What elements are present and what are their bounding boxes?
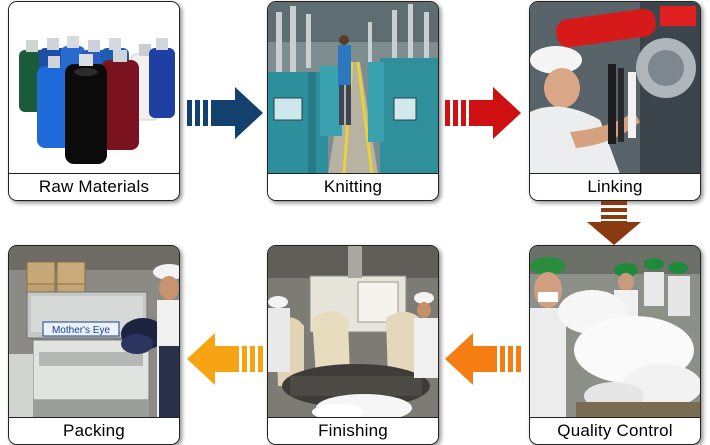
arrow-down-icon [587,201,641,245]
quality-control-photo [530,246,700,418]
knitting-machines-photo [268,2,438,174]
step-packing: Mother's Eye Packing [8,245,180,445]
step-finishing: Finishing [267,245,439,445]
step-quality-control: Quality Control [529,245,701,445]
step-label: Linking [530,173,700,200]
arrow-left-icon [445,333,521,385]
machine-sign: Mother's Eye [52,325,110,336]
step-label: Finishing [268,417,438,444]
step-label: Raw Materials [9,173,179,200]
step-label: Packing [9,417,179,444]
packing-machine-photo: Mother's Eye [9,246,179,418]
step-label: Knitting [268,173,438,200]
arrow-left-icon [187,333,263,385]
step-label: Quality Control [530,417,700,444]
step-linking: Linking [529,1,701,201]
step-raw-materials: Raw Materials [8,1,180,201]
linking-machine-photo [530,2,700,174]
arrow-right-icon [445,87,521,139]
finishing-station-photo [268,246,438,418]
arrow-right-icon [187,87,263,139]
yarn-cones-photo [9,2,179,174]
step-knitting: Knitting [267,1,439,201]
